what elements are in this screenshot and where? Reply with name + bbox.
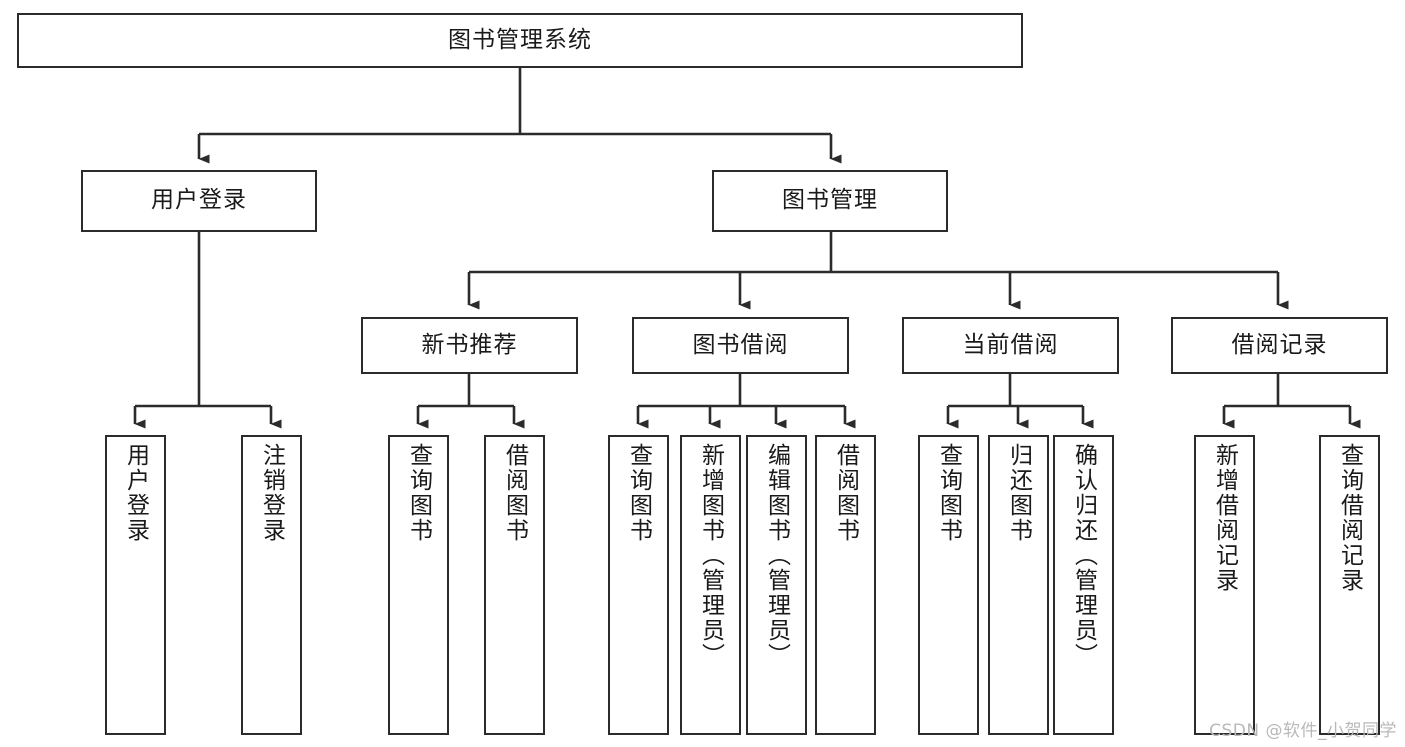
leaf-user-login[interactable]: 用户登录	[105, 435, 166, 735]
node-label: 新增图书（管理员）	[697, 443, 724, 668]
node-label: 查询图书	[405, 443, 432, 543]
node-label: 借阅图书	[832, 443, 859, 543]
node-label: 归还图书	[1005, 443, 1032, 543]
leaf-borrow-book-recommend[interactable]: 借阅图书	[484, 435, 545, 735]
leaf-return-book[interactable]: 归还图书	[988, 435, 1049, 735]
node-label: 注销登录	[258, 443, 285, 543]
leaf-query-book-recommend[interactable]: 查询图书	[388, 435, 449, 735]
node-label: 查询借阅记录	[1336, 443, 1363, 593]
node-user-login[interactable]: 用户登录	[81, 170, 317, 232]
node-current-borrow[interactable]: 当前借阅	[902, 317, 1119, 374]
leaf-query-book-borrow[interactable]: 查询图书	[608, 435, 669, 735]
csdn-watermark: CSDN @软件_小贺同学	[1209, 721, 1397, 741]
leaf-borrow-book[interactable]: 借阅图书	[815, 435, 876, 735]
leaf-query-borrow-record[interactable]: 查询借阅记录	[1319, 435, 1380, 735]
node-borrow-record[interactable]: 借阅记录	[1171, 317, 1388, 374]
node-label: 新增借阅记录	[1211, 443, 1238, 593]
node-label: 图书借阅	[692, 331, 789, 358]
node-label: 用户登录	[122, 443, 149, 543]
node-label: 新书推荐	[421, 331, 518, 358]
leaf-edit-book-admin[interactable]: 编辑图书（管理员）	[746, 435, 807, 735]
node-label: 图书管理系统	[448, 26, 592, 53]
node-label: 查询图书	[935, 443, 962, 543]
node-label: 用户登录	[151, 187, 247, 214]
node-label: 借阅记录	[1231, 331, 1328, 358]
leaf-add-book-admin[interactable]: 新增图书（管理员）	[680, 435, 741, 735]
node-book-borrow[interactable]: 图书借阅	[632, 317, 849, 374]
node-label: 图书管理	[782, 187, 878, 214]
node-label: 编辑图书（管理员）	[763, 443, 790, 668]
node-book-management[interactable]: 图书管理	[712, 170, 948, 232]
node-label: 确认归还（管理员）	[1070, 443, 1097, 668]
leaf-add-borrow-record[interactable]: 新增借阅记录	[1194, 435, 1255, 735]
leaf-query-book-current[interactable]: 查询图书	[918, 435, 979, 735]
leaf-logout[interactable]: 注销登录	[241, 435, 302, 735]
node-label: 查询图书	[625, 443, 652, 543]
node-root-system[interactable]: 图书管理系统	[17, 13, 1023, 68]
node-label: 借阅图书	[501, 443, 528, 543]
leaf-confirm-return-admin[interactable]: 确认归还（管理员）	[1053, 435, 1114, 735]
node-new-book-recommend[interactable]: 新书推荐	[361, 317, 578, 374]
node-label: 当前借阅	[962, 331, 1059, 358]
